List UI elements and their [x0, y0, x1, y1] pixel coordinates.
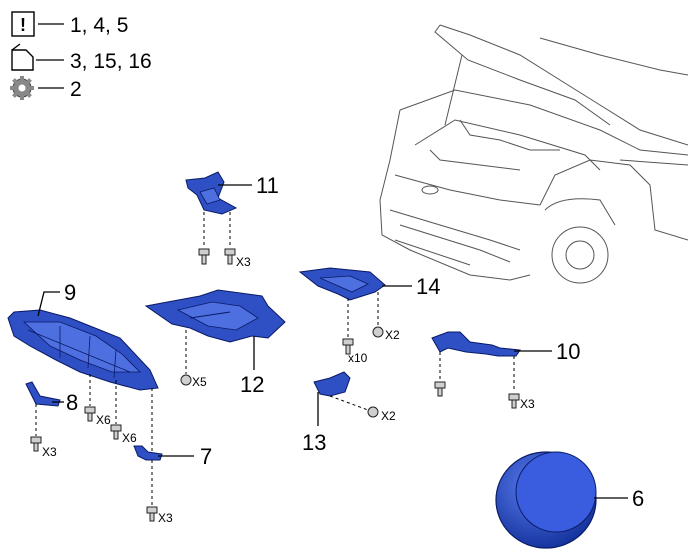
bolt-icon	[342, 338, 354, 355]
quantity-13: X2	[381, 409, 396, 423]
quantity-9-b: X6	[122, 431, 137, 445]
gear-icon	[10, 76, 34, 100]
part-11-bracket: 11 X3	[185, 171, 279, 269]
part-10-side-cover: 10 X3	[431, 331, 580, 411]
bolt-icon	[372, 326, 384, 338]
bolt-icon	[30, 436, 42, 452]
quantity-11: X3	[236, 255, 251, 269]
legend-text-1: 1, 4, 5	[70, 14, 128, 37]
vehicle-front-illustration	[379, 24, 688, 284]
part-9-front-under-cover: 9 X6 X6	[7, 280, 159, 506]
callout-12: 12	[240, 372, 264, 397]
bolt-icon	[508, 393, 520, 409]
quantity-9-a: X6	[96, 413, 111, 427]
part-6-cap: 6	[495, 451, 644, 549]
legend-text-2: 3, 15, 16	[70, 50, 152, 73]
legend: ! 1, 4, 5 3, 15, 16 2	[10, 11, 152, 101]
bolt-icon	[367, 406, 379, 418]
quantity-14-a: x10	[348, 351, 368, 365]
bolt-icon	[180, 374, 192, 386]
callout-9: 9	[64, 280, 76, 305]
part-7-clip: 7 X3	[133, 444, 212, 525]
callout-13: 13	[302, 430, 326, 455]
part-12-engine-under-cover: 12 X5	[144, 289, 286, 397]
bolt-icon	[110, 424, 122, 440]
bolt-icon	[198, 248, 210, 265]
part-14-cover: 14 x10 X2	[298, 267, 440, 365]
callout-10: 10	[556, 339, 580, 364]
quantity-10: X3	[520, 397, 535, 411]
quantity-14-b: X2	[385, 328, 400, 342]
leader-9	[37, 291, 60, 317]
part-8-clip: 8 X3	[25, 381, 78, 459]
quantity-8: X3	[42, 445, 57, 459]
bolt-icon	[434, 381, 446, 397]
oil-can-icon	[11, 43, 34, 71]
bolt-icon	[84, 406, 96, 422]
callout-6: 6	[632, 486, 644, 511]
callout-11: 11	[256, 173, 279, 198]
bolt-icon	[224, 248, 236, 265]
callout-8: 8	[66, 390, 78, 415]
legend-text-3: 2	[70, 78, 82, 101]
bolt-icon	[146, 506, 158, 522]
callout-14: 14	[416, 274, 440, 299]
quantity-12: X5	[192, 375, 207, 389]
exclamation-box-icon	[11, 11, 35, 37]
part-13-bracket: 13 X2	[302, 371, 396, 455]
quantity-7: X3	[158, 511, 173, 525]
exclamation-symbol: !	[20, 15, 26, 35]
callout-7: 7	[200, 444, 212, 469]
